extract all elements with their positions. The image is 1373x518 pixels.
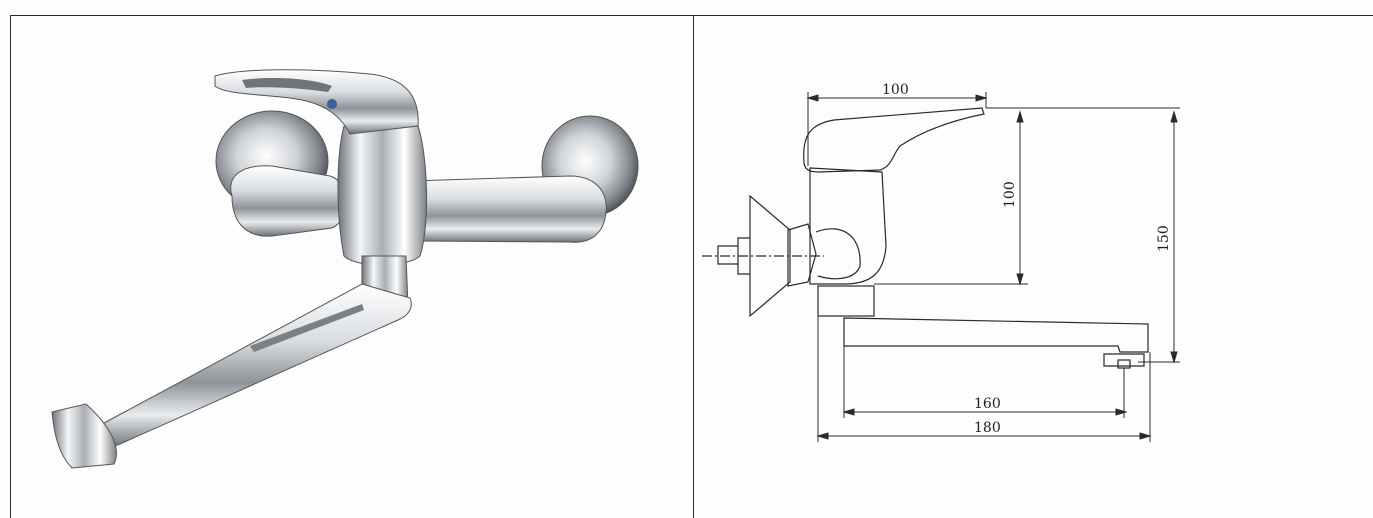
dim-label-handle-length: 100 [882, 82, 909, 98]
left-border [10, 15, 11, 518]
arrowhead [1139, 432, 1152, 440]
lever-cutout [242, 78, 332, 92]
panel-divider [693, 15, 694, 518]
arrowhead [1170, 110, 1178, 123]
arrowhead [1170, 351, 1178, 364]
spout-tip [51, 403, 117, 469]
body-inner-curve [815, 228, 861, 280]
product-photo-panel [10, 16, 693, 518]
hex-nut-outline [787, 223, 817, 287]
arrowhead [1115, 408, 1128, 416]
dim-label-spout-reach: 160 [974, 396, 1001, 412]
dim-label-body-height: 100 [1002, 181, 1018, 208]
faucet-photo [51, 69, 639, 469]
top-border [10, 15, 1373, 16]
spout-tip-outline [1103, 353, 1145, 367]
lever-outline [803, 107, 985, 173]
dim-label-overall-height: 150 [1156, 225, 1172, 252]
dim-label-overall-length: 180 [974, 420, 1001, 436]
arrowhead [975, 94, 988, 102]
aerator [1117, 359, 1131, 369]
mixer-body-arm [409, 175, 607, 243]
left-connector [230, 165, 346, 237]
arrowhead [816, 432, 829, 440]
arrowhead [842, 408, 855, 416]
hot-cold-indicator [327, 99, 337, 109]
spout-collar [817, 285, 875, 317]
mixer-cartridge-body [337, 125, 428, 266]
body-outline [809, 167, 887, 285]
arrowhead [806, 94, 819, 102]
technical-drawing-panel: 100 100 150 160 180 [694, 16, 1373, 518]
faucet-dimension-drawing: 100 100 150 160 180 [702, 82, 1180, 442]
spout-outline [843, 317, 1149, 353]
wall-connector-outline [717, 194, 791, 318]
arrowhead [1016, 110, 1024, 123]
spout-groove [250, 304, 364, 352]
arrowhead [1016, 273, 1024, 286]
